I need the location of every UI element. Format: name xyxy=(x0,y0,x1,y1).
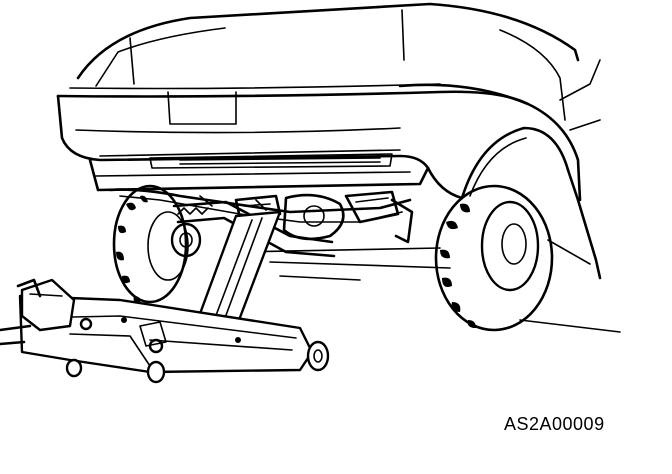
vehicle-body xyxy=(56,2,602,280)
underbody xyxy=(108,188,621,333)
floor-jack xyxy=(0,194,330,384)
left-rear-tire xyxy=(112,184,189,304)
right-rear-tire xyxy=(434,184,554,332)
figure-code: AS2A00009 xyxy=(504,414,605,434)
